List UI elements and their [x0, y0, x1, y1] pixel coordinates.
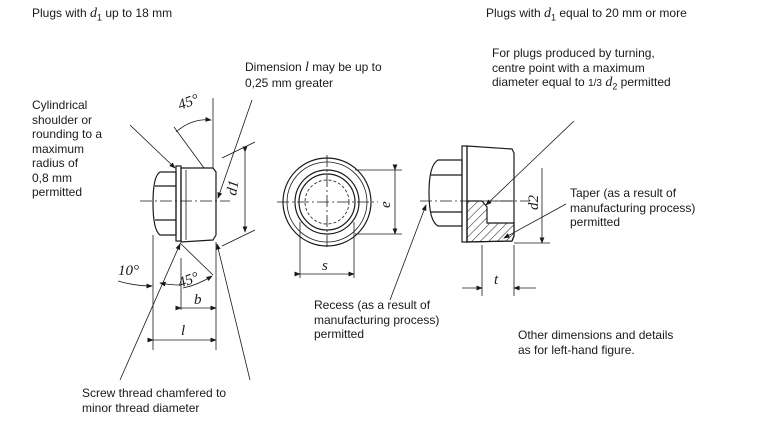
note-taper: Taper (as a result of manufacturing proc… [570, 186, 695, 230]
note-screw-thread: Screw thread chamfered to minor thread d… [82, 386, 226, 415]
note-line: permitted [32, 185, 83, 199]
note-line: minor thread diameter [82, 400, 200, 415]
note-line: permitted [570, 215, 621, 229]
d2-label: d2 [526, 195, 542, 211]
angle-10-label: 10° [118, 263, 139, 279]
note-fraction: 1/3 [588, 78, 602, 89]
note-sub: 2 [612, 81, 618, 92]
note-cylindrical-shoulder: Cylindrical shoulder or rounding to a ma… [32, 98, 102, 200]
heading-right-suffix: equal to 20 mm or more [556, 6, 687, 20]
note-recess: Recess (as a result of manufacturing pro… [314, 298, 439, 342]
right-section-hatch [466, 200, 515, 243]
note-text: may be up to [308, 60, 382, 74]
note-line: centre point with a maximum [492, 60, 645, 75]
heading-left-suffix: up to 18 mm [102, 6, 173, 20]
note-line: manufacturing process) [570, 200, 696, 215]
note-text: permitted [617, 75, 671, 89]
note-line: Other dimensions and details [518, 328, 674, 342]
note-line: For plugs produced by turning, [492, 46, 655, 60]
note-var: l [305, 60, 309, 75]
end-view [277, 155, 402, 278]
note-line: Taper (as a result of [570, 186, 677, 200]
note-line: maximum [32, 141, 85, 156]
angle-45-top-label: 45° [176, 92, 201, 114]
note-line: Recess (as a result of [314, 298, 431, 312]
heading-left-prefix: Plugs with [32, 6, 91, 20]
heading-left-sub: 1 [97, 12, 103, 23]
note-var: d [605, 75, 613, 90]
heading-right-prefix: Plugs with [486, 6, 545, 20]
heading-right-sub: 1 [551, 12, 557, 23]
left-hex-head [152, 171, 177, 236]
note-line: permitted [314, 327, 365, 341]
left-shoulder [175, 165, 182, 242]
left-plug [117, 98, 256, 381]
t-label: t [494, 272, 499, 288]
heading-left: Plugs with d1 up to 18 mm [32, 6, 172, 25]
heading-right: Plugs with d1 equal to 20 mm or more [486, 6, 687, 25]
right-hex-head [428, 159, 463, 227]
note-line: Cylindrical [32, 98, 88, 112]
note-dimension-l: Dimension l may be up to 0,25 mm greater [245, 60, 382, 90]
note-line: manufacturing process) [314, 312, 440, 327]
right-shoulder [461, 145, 468, 243]
d1-label: d1 [224, 179, 242, 197]
note-line: as for left-hand figure. [518, 342, 635, 357]
b-label: b [194, 292, 202, 308]
heading-right-var: d [544, 6, 552, 21]
right-plug [389, 120, 575, 301]
note-line: diameter equal to 1/3 d2 permitted [492, 75, 671, 94]
l-label: l [181, 323, 185, 339]
note-line: rounding to a [32, 127, 103, 141]
note-line: Dimension l may be up to [245, 60, 382, 76]
note-turning: For plugs produced by turning, centre po… [492, 46, 671, 94]
note-line: 0,25 mm greater [245, 75, 334, 90]
note-other-dimensions: Other dimensions and details as for left… [518, 328, 673, 357]
note-line: radius of [32, 156, 79, 170]
heading-left-var: d [90, 6, 98, 21]
note-line: Screw thread chamfered to [82, 386, 227, 400]
e-label: e [378, 201, 394, 208]
note-line: shoulder or [32, 112, 93, 127]
note-text: diameter equal to [492, 75, 589, 89]
angle-45-bottom-label: 45° [176, 270, 201, 292]
s-label: s [322, 258, 328, 274]
note-text: Dimension [245, 60, 306, 74]
note-line: 0,8 mm [32, 170, 73, 185]
